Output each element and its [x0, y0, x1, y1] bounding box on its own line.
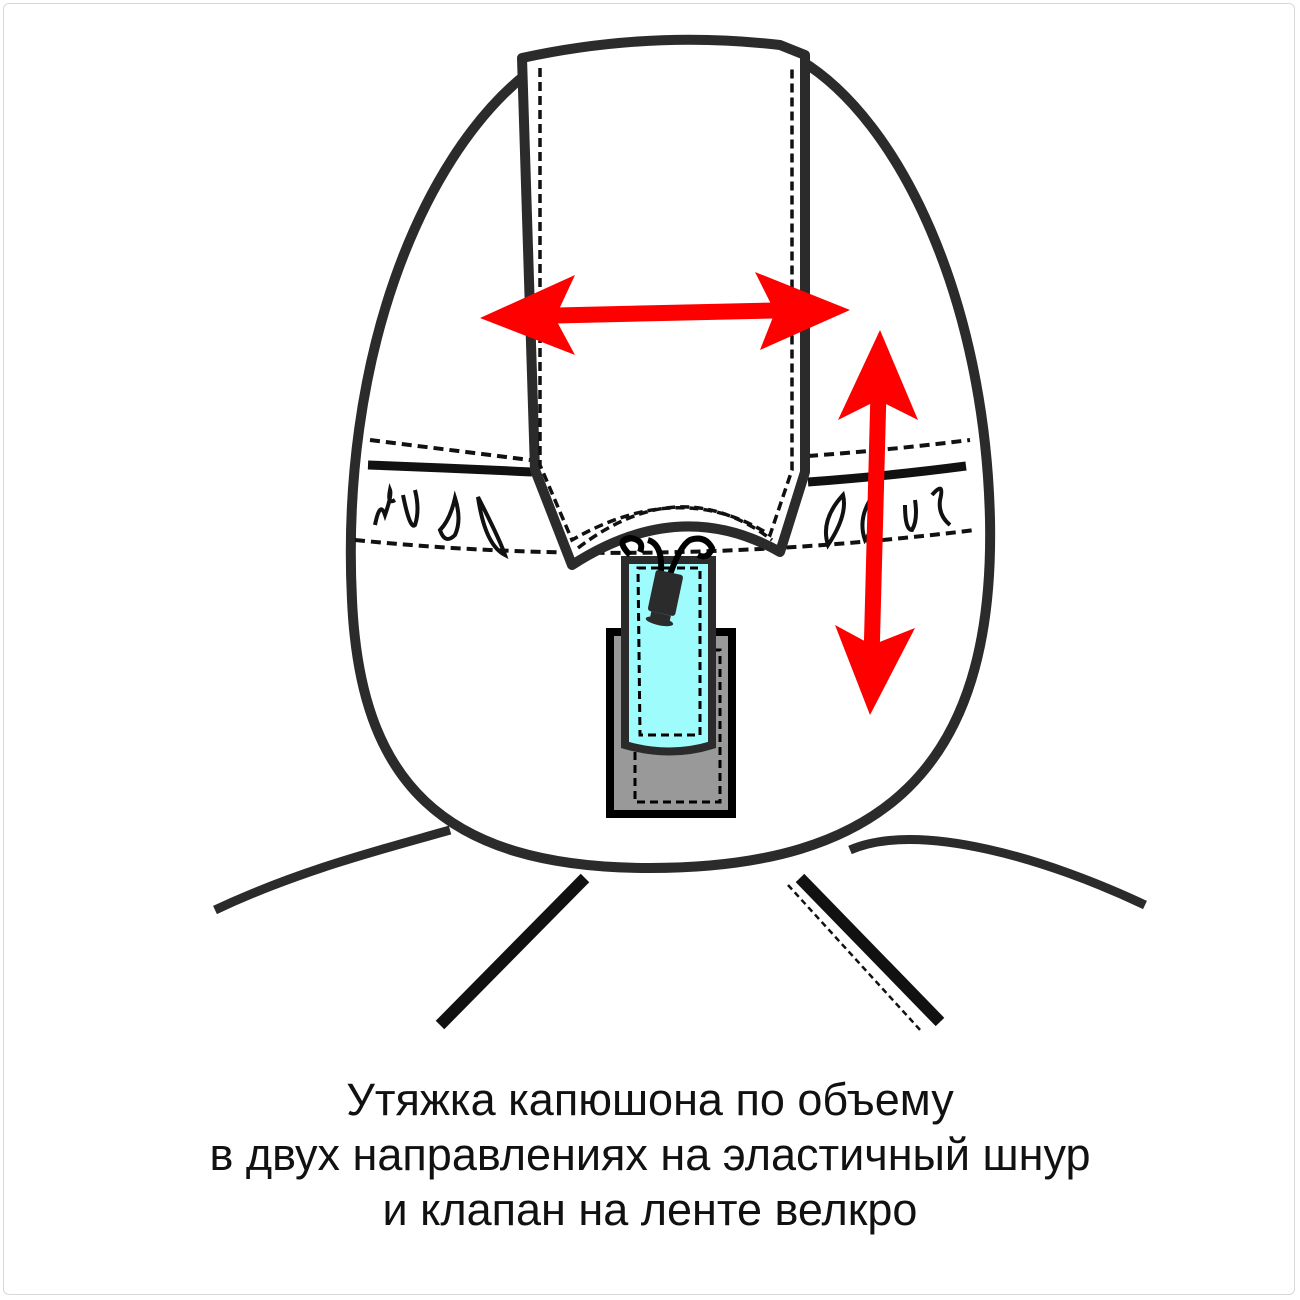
caption-line-3: и клапан на ленте велкро: [382, 1184, 918, 1235]
caption-line-2: в двух направлениях на эластичный шнур: [209, 1129, 1091, 1180]
horizontal-adjust-arrow: [480, 272, 850, 355]
right-shoulder-line: [848, 835, 1147, 910]
left-shoulder-line: [213, 825, 452, 915]
frame-border: [3, 3, 1295, 1295]
tab-stitch: [636, 566, 702, 737]
top-strip-stitch: [538, 65, 794, 543]
band-elastic-line: [367, 460, 967, 487]
left-strap: [435, 873, 591, 1031]
right-strap: [787, 873, 945, 1033]
velcro-tab: [621, 556, 716, 756]
band-bottom-stitch: [354, 528, 976, 555]
caption-line-1: Утяжка капюшона по объему: [346, 1074, 954, 1125]
gather-marks: [373, 482, 952, 559]
vertical-adjust-arrow: [835, 330, 918, 715]
top-strip: [517, 34, 810, 570]
top-strip-inner-stitch: [576, 505, 774, 550]
cord-stopper-icon: [645, 570, 683, 627]
band-top-stitch: [369, 438, 971, 462]
